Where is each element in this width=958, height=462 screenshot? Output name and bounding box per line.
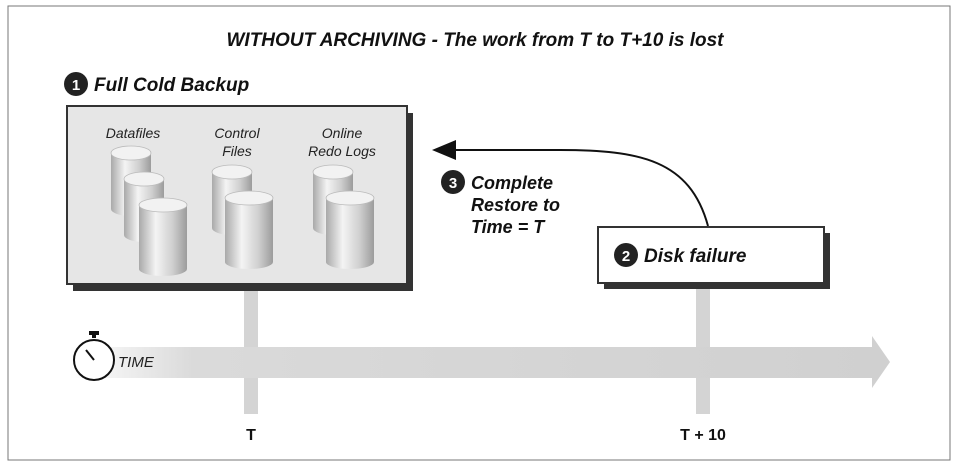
step-2-badge [614, 243, 638, 267]
step-1-heading: 1 Full Cold Backup [64, 72, 249, 96]
disk-cylinder-icon [325, 190, 375, 269]
step-3-badge [441, 170, 465, 194]
timeline-arrow [70, 336, 890, 388]
step-3-annotation: 3 Complete Restore to Time = T [441, 170, 560, 237]
stopwatch-icon [73, 331, 115, 381]
step-3-line1: Complete [471, 173, 553, 193]
step-2-number: 2 [622, 248, 630, 265]
diagram-title: WITHOUT ARCHIVING - The work from T to T… [226, 30, 724, 51]
step-3-line2: Restore to [471, 195, 560, 215]
step-2-label: Disk failure [644, 246, 747, 267]
time-label: TIME [118, 354, 155, 371]
disk-cylinders [110, 145, 375, 276]
step-1-label: Full Cold Backup [94, 75, 249, 96]
control-files-label-line2: Files [222, 143, 252, 159]
curved-arrow-icon [432, 140, 709, 227]
datafiles-label: Datafiles [106, 125, 160, 141]
step-1-badge [64, 72, 88, 96]
control-files-label-line1: Control [214, 125, 260, 141]
tick-t-label: T [246, 427, 256, 444]
step-3-number: 3 [449, 175, 457, 192]
step-1-number: 1 [72, 77, 80, 94]
tick-t10-label: T + 10 [680, 427, 726, 444]
step-3-line3: Time = T [471, 217, 546, 237]
disk-cylinder-icon [138, 197, 188, 276]
redo-logs-label-line2: Redo Logs [308, 143, 376, 159]
disk-cylinder-icon [224, 190, 274, 269]
outer-frame [7, 5, 951, 461]
redo-logs-label-line1: Online [322, 125, 363, 141]
